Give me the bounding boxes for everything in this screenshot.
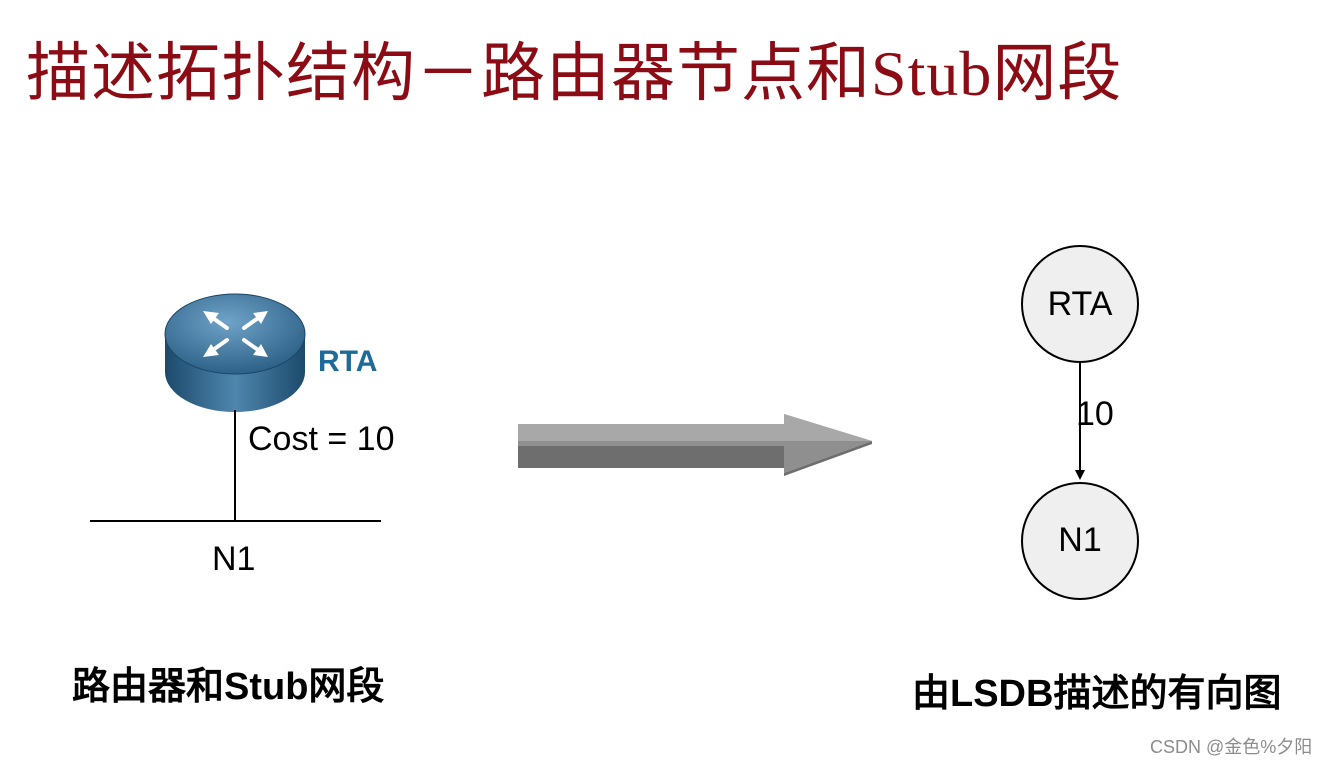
edge-weight-label: 10	[1076, 395, 1114, 433]
graph-node-n1-label: N1	[1058, 521, 1102, 559]
graph-node-n1	[1021, 482, 1139, 600]
router-label: RTA	[318, 345, 378, 378]
graph-node-rta-label: RTA	[1047, 285, 1113, 323]
left-caption: 路由器和Stub网段	[72, 666, 385, 708]
transform-arrow	[518, 414, 872, 476]
router-icon	[164, 293, 306, 412]
segment-label: N1	[212, 540, 256, 578]
page-title: 描述拓扑结构－路由器节点和Stub网段	[26, 38, 1123, 109]
right-caption: 由LSDB描述的有向图	[912, 673, 1282, 715]
watermark: CSDN @金色%夕阳	[1150, 737, 1313, 757]
cost-label: Cost = 10	[248, 420, 395, 458]
